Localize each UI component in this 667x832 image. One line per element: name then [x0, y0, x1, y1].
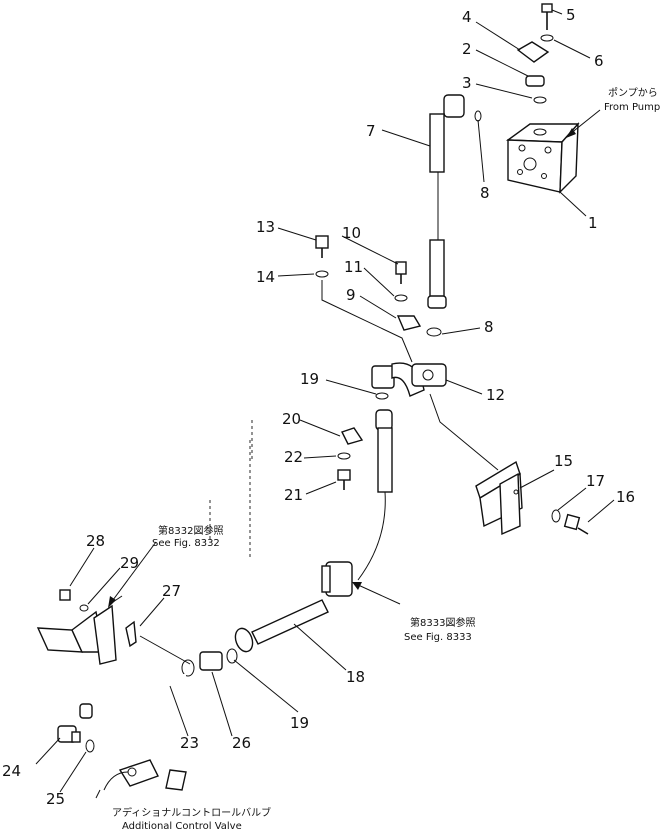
callout-8b: 8	[484, 318, 494, 336]
note-from-pump-jp: ポンプから	[608, 87, 658, 99]
note-fig8332-jp: 第8332図参照	[158, 524, 223, 537]
upper-pipe	[427, 90, 465, 309]
connection-lines	[109, 280, 499, 665]
callout-23: 23	[180, 734, 199, 752]
callout-16: 16	[616, 488, 635, 506]
callout-28: 28	[86, 532, 105, 550]
callout-10: 10	[342, 224, 361, 242]
middle-pipe	[337, 409, 393, 581]
lower-pipe	[226, 561, 353, 664]
callout-24: 24	[2, 762, 21, 780]
callout-12: 12	[486, 386, 505, 404]
plate-bracket	[36, 589, 137, 665]
callout-8a: 8	[480, 184, 490, 202]
note-from-pump-en: From Pump	[604, 102, 660, 113]
note-arrows	[108, 109, 601, 608]
callout-19b: 19	[290, 714, 309, 732]
callout-9: 9	[346, 286, 356, 304]
callout-21: 21	[284, 486, 303, 504]
callout-4: 4	[462, 8, 472, 26]
callout-14: 14	[256, 268, 275, 286]
elbow-fitting	[371, 362, 447, 400]
callout-15: 15	[554, 452, 573, 470]
clamp-hardware	[315, 235, 442, 337]
callout-27: 27	[162, 582, 181, 600]
callout-20: 20	[282, 410, 301, 428]
callout-numbers: 1 2 3 4 5 6 7 8 8 9 10 11 12 13 14 15 16…	[2, 6, 635, 808]
note-fig8333-en: See Fig. 8333	[404, 632, 472, 643]
callout-17: 17	[586, 472, 605, 490]
note-fig8332-en: See Fig. 8332	[152, 538, 220, 549]
callout-3: 3	[462, 74, 472, 92]
callout-6: 6	[594, 52, 604, 70]
valve-block	[505, 122, 580, 194]
note-acv-en: Additional Control Valve	[122, 821, 242, 832]
note-acv-jp: アディショナルコントロールバルブ	[112, 806, 271, 819]
bracket	[475, 460, 589, 536]
callout-5: 5	[566, 6, 576, 24]
callout-22: 22	[284, 448, 303, 466]
note-fig8333-jp: 第8333図参照	[410, 616, 475, 629]
lower-tube	[79, 651, 223, 719]
callout-11: 11	[344, 258, 363, 276]
callout-19a: 19	[300, 370, 319, 388]
callout-2: 2	[462, 40, 472, 58]
callout-25: 25	[46, 790, 65, 808]
callout-29: 29	[120, 554, 139, 572]
top-fittings	[474, 3, 554, 122]
adapter-and-valve	[57, 725, 187, 799]
leader-lines	[35, 9, 615, 793]
callout-26: 26	[232, 734, 251, 752]
callout-7: 7	[366, 122, 376, 140]
callout-1: 1	[588, 214, 598, 232]
callout-18: 18	[346, 668, 365, 686]
notes: ポンプから From Pump 第8332図参照 See Fig. 8332 第…	[112, 87, 660, 832]
callout-13: 13	[256, 218, 275, 236]
